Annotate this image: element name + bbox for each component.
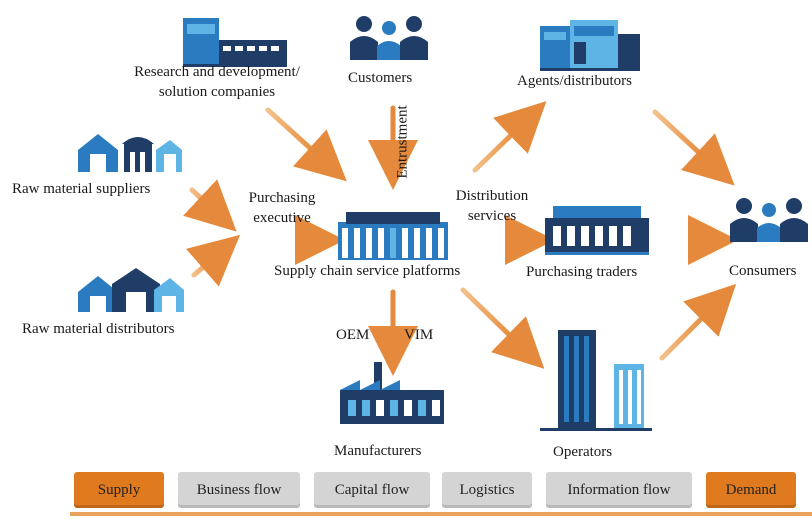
arrows	[183, 101, 738, 376]
arrow-rnd-to-platform	[265, 107, 347, 182]
arrow-distributors-to-platform	[185, 234, 241, 287]
rnd-building-icon	[183, 18, 287, 67]
arrow-operators-to-consumers	[659, 283, 737, 361]
arrow-agents-to-consumers	[652, 109, 735, 186]
flow-supply: Supply	[74, 472, 164, 508]
flow-capital: Capital flow	[314, 472, 430, 508]
arrow-platform-to-agents	[472, 101, 547, 173]
arrow-suppliers-to-platform	[183, 179, 237, 232]
node-label-raw-suppliers: Raw material suppliers	[12, 181, 151, 197]
edge-label-purchasing-executive: Purchasing executive	[248, 190, 316, 226]
platform-building-icon	[338, 212, 448, 260]
agents-building-icon	[540, 20, 640, 71]
operators-tower-icon	[540, 330, 652, 431]
raw-distributors-warehouse-icon	[78, 268, 184, 312]
flow-information: Information flow	[546, 472, 692, 508]
node-label-agents: Agents/distributors	[517, 73, 632, 89]
node-label-traders: Purchasing traders	[526, 264, 638, 280]
flow-business: Business flow	[178, 472, 300, 508]
edge-label-vim: VIM	[404, 327, 434, 343]
flow-logistics: Logistics	[442, 472, 532, 508]
flow-demand: Demand	[706, 472, 796, 508]
edge-label-oem: OEM	[336, 327, 370, 343]
node-label-raw-distributors: Raw material distributors	[22, 321, 175, 337]
node-label-manufacturers: Manufacturers	[334, 443, 422, 459]
node-label-rnd: Research and development/ solution compa…	[134, 64, 300, 100]
arrow-platform-to-operators	[460, 287, 545, 369]
manufacturers-factory-icon	[340, 362, 444, 424]
traders-building-icon	[545, 206, 649, 255]
edge-label-distribution-services: Distribution services	[455, 188, 529, 224]
consumers-people-icon	[730, 198, 808, 242]
node-label-platform: Supply chain service platforms	[274, 263, 461, 279]
node-label-operators: Operators	[553, 444, 613, 460]
flow-baseline	[70, 512, 812, 516]
edge-label-entrustment: Entrustment	[394, 105, 411, 179]
node-label-consumers: Consumers	[729, 263, 797, 279]
customers-people-icon	[350, 16, 428, 60]
raw-suppliers-warehouse-icon	[78, 134, 182, 172]
node-label-customers: Customers	[348, 70, 413, 86]
